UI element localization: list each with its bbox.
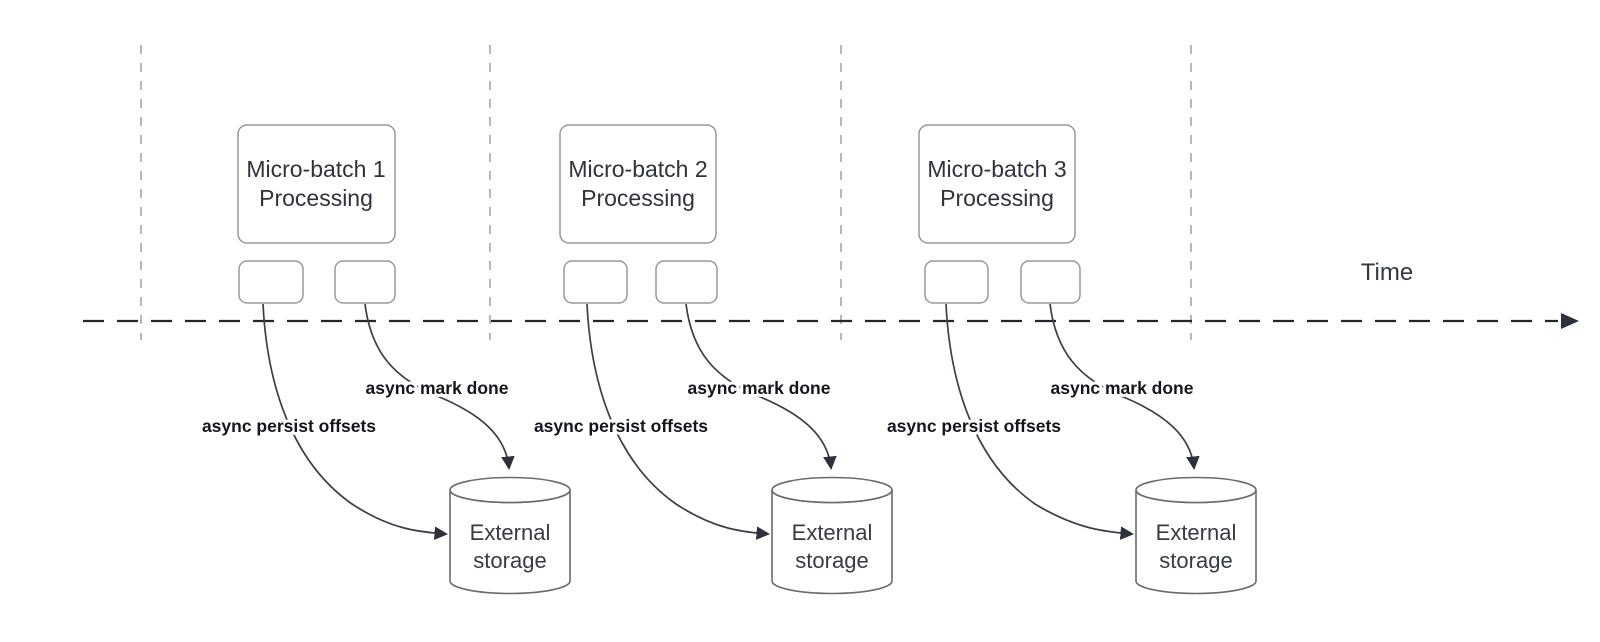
persist-offsets-arrow: [945, 303, 1135, 540]
processing-box: [918, 124, 1076, 244]
storage-label-line1: External: [470, 520, 551, 545]
micro-batch-section-1: Micro-batch 1 Processing External storag…: [199, 124, 571, 595]
async-task-box-right: [334, 260, 396, 304]
mark-done-arrow: [1049, 303, 1200, 471]
processing-box-title-line2: Processing: [259, 185, 373, 211]
processing-box-title-line2: Processing: [581, 185, 695, 211]
async-task-box-right: [655, 260, 718, 304]
storage-label-line2: storage: [1159, 548, 1232, 573]
cylinder-top: [449, 476, 571, 504]
processing-box: [237, 124, 396, 244]
storage-label-line2: storage: [795, 548, 868, 573]
mark-done-label: async mark done: [688, 378, 831, 398]
async-task-box-left: [238, 260, 304, 304]
persist-offsets-arrow: [586, 303, 771, 540]
storage-label-line2: storage: [473, 548, 546, 573]
micro-batch-section-3: Micro-batch 3 Processing External storag…: [884, 124, 1257, 595]
time-axis-arrowhead-icon: [1561, 313, 1579, 329]
processing-box-title-line2: Processing: [940, 185, 1054, 211]
persist-offsets-label: async persist offsets: [534, 416, 708, 436]
mark-done-arrow: [685, 303, 837, 471]
cylinder-top: [771, 476, 893, 504]
async-task-box-right: [1020, 260, 1081, 304]
external-storage-cylinder: External storage: [771, 476, 893, 595]
persist-offsets-label: async persist offsets: [202, 416, 376, 436]
time-axis-label: Time: [1361, 259, 1413, 286]
time-axis: Time: [83, 259, 1579, 329]
storage-label-line1: External: [792, 520, 873, 545]
persist-offsets-label: async persist offsets: [887, 416, 1061, 436]
external-storage-cylinder: External storage: [1135, 476, 1257, 595]
time-guides: [140, 45, 1192, 340]
mark-done-label: async mark done: [1051, 378, 1194, 398]
mark-done-arrow: [364, 303, 515, 471]
cylinder-top: [1135, 476, 1257, 504]
external-storage-cylinder: External storage: [449, 476, 571, 595]
storage-label-line1: External: [1156, 520, 1237, 545]
processing-box-title-line1: Micro-batch 1: [246, 156, 385, 182]
async-task-box-left: [924, 260, 989, 304]
processing-box-title-line1: Micro-batch 3: [927, 156, 1066, 182]
mark-done-label: async mark done: [366, 378, 509, 398]
async-task-box-left: [563, 260, 628, 304]
persist-offsets-arrow: [262, 303, 449, 540]
micro-batch-section-2: Micro-batch 2 Processing External storag…: [531, 124, 893, 595]
processing-box-title-line1: Micro-batch 2: [568, 156, 707, 182]
processing-box: [559, 124, 717, 244]
